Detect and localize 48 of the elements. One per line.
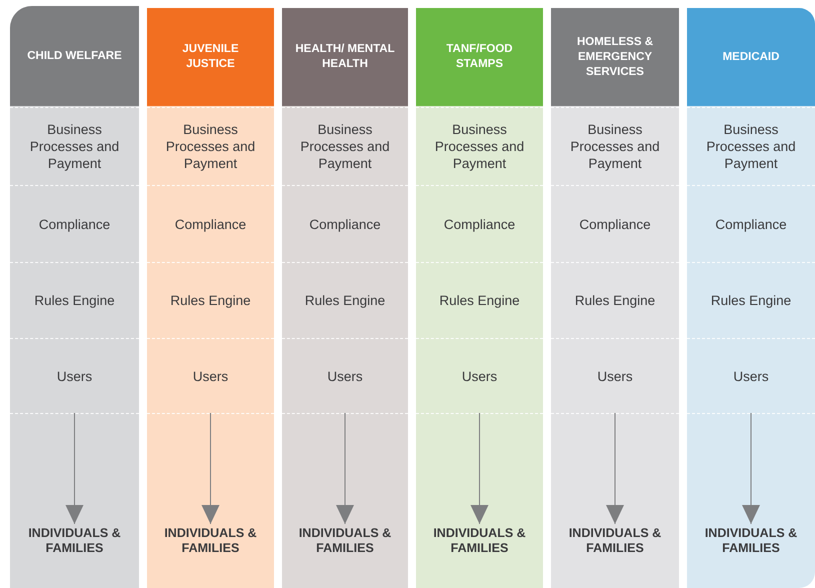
layer-label: Compliance [714,216,788,232]
layer-label: Rules Engine [304,292,386,309]
layer-label: Rules Engine [574,292,656,309]
layer-label: Business Processes and Payment [569,121,661,172]
layer-label: Business Processes and Payment [299,121,391,172]
layer-label: Users [596,368,634,384]
target-label: INDIVIDUALS & FAMILIES [704,526,798,556]
target-label: INDIVIDUALS & FAMILIES [163,526,258,556]
layer-label: Business Processes and Payment [28,121,120,172]
layer-label: Compliance [578,216,652,232]
target-label: INDIVIDUALS & FAMILIES [27,526,122,556]
layer-label: Users [732,368,770,384]
column-title: MEDICAID [722,50,780,64]
down-arrow [470,412,488,524]
column-panel [10,6,139,588]
layer-label: Users [326,368,364,384]
down-arrow [606,412,624,524]
target-label: INDIVIDUALS & FAMILIES [568,526,662,556]
column-panel [282,8,408,588]
column-title: HEALTH/ MENTAL HEALTH [295,42,395,72]
column-panel [551,8,679,588]
column-title: CHILD WELFARE [27,48,122,64]
layer-label: Rules Engine [169,292,252,309]
layer-label: Rules Engine [438,292,521,309]
down-arrow [336,412,354,524]
column-title: TANF/FOOD STAMPS [445,42,514,72]
down-arrow [66,412,84,524]
column-title: HOMELESS & EMERGENCY SERVICES [576,34,654,80]
column-title: JUVENILE JUSTICE [181,42,240,72]
column-panel [416,8,543,588]
down-arrow [742,412,760,524]
layer-label: Users [192,368,230,384]
layer-label: Business Processes and Payment [705,121,797,172]
column-panel [147,8,274,588]
layer-label: Business Processes and Payment [434,121,526,172]
column-panel [687,8,815,588]
layer-label: Users [56,368,94,384]
layer-label: Compliance [308,216,382,232]
layer-label: Rules Engine [33,292,116,309]
target-label: INDIVIDUALS & FAMILIES [298,526,392,556]
layer-label: Compliance [38,216,112,232]
layer-label: Compliance [174,216,248,232]
layer-label: Compliance [442,216,516,232]
target-label: INDIVIDUALS & FAMILIES [432,526,527,556]
layer-label: Business Processes and Payment [164,121,256,172]
layer-label: Rules Engine [710,292,792,309]
layer-label: Users [460,368,498,384]
down-arrow [202,412,220,524]
